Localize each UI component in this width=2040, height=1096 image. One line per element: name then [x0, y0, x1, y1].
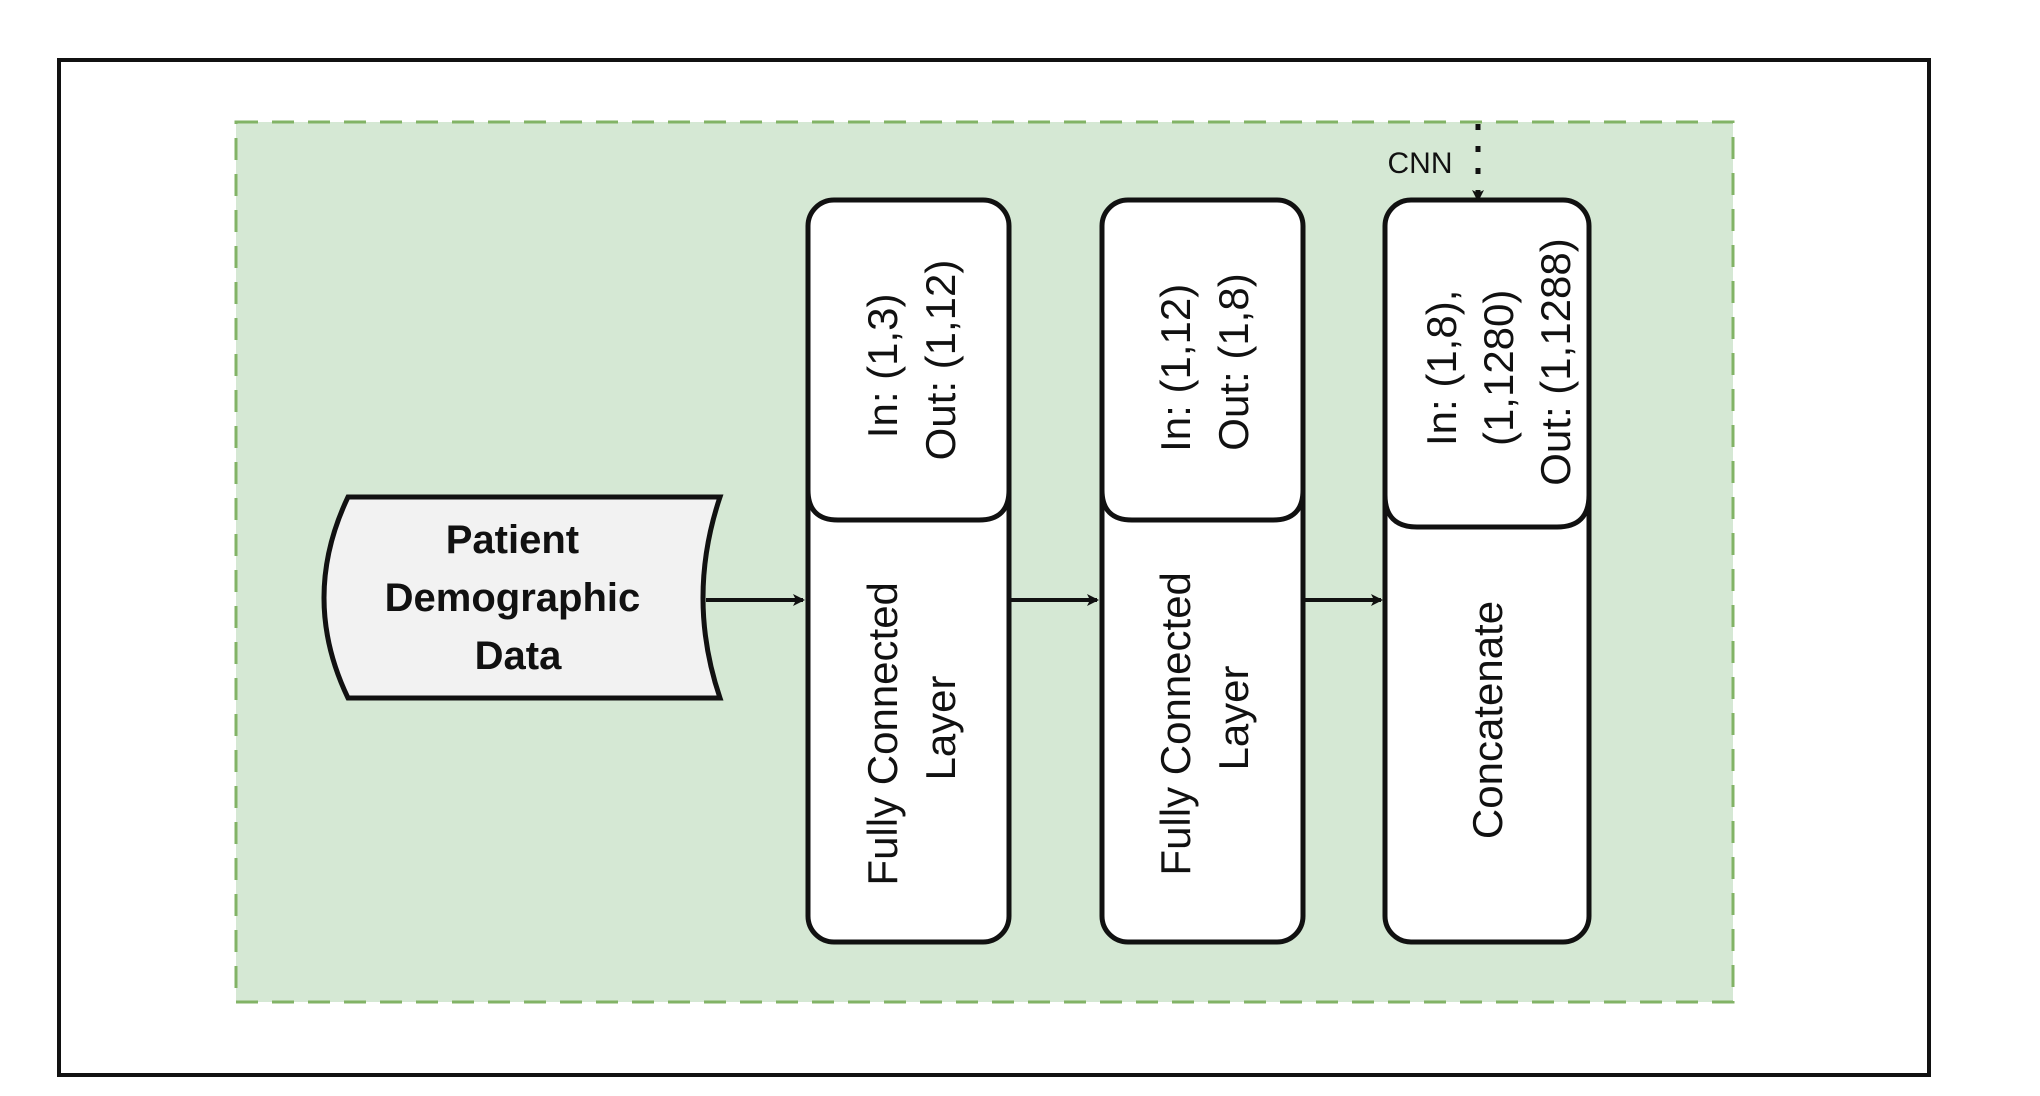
input-data-shape — [321, 494, 724, 701]
input-line-2: Demographic — [385, 576, 641, 620]
layer-concat-body — [1382, 197, 1592, 945]
input-line-1: Patient — [446, 518, 579, 562]
layer-concat-divider — [1382, 494, 1592, 530]
input-line-3: Data — [475, 634, 562, 678]
input-data-label: Patient Demographic Data — [385, 518, 652, 678]
layer-fc1-divider — [805, 489, 1012, 523]
layer-fc1-in: In: (1,3) — [859, 293, 906, 438]
layer-fc2-out: Out: (1,8) — [1210, 273, 1257, 450]
layer-fc2-name-line-1: Fully Connected — [1152, 572, 1199, 876]
layer-fc1-name-line-1: Fully Connected — [859, 582, 906, 886]
layer-concat-name-line-1: Concatenate — [1464, 601, 1511, 839]
layer-fc1-out: Out: (1,12) — [917, 260, 964, 461]
layer-concat-in-1: In: (1,8), — [1418, 290, 1465, 446]
layer-concat-out: Out: (1,1288) — [1532, 238, 1579, 485]
layer-fc2-shape: In: (1,12) Out: (1,8) — [1152, 272, 1257, 452]
layer-concat-name: Concatenate — [1464, 601, 1511, 839]
layer-fc2-divider — [1099, 489, 1306, 523]
layer-fc2-name: Fully Connected Layer — [1152, 560, 1257, 875]
layer-fc1: In: (1,3) Out: (1,12) Fully Connected La… — [805, 197, 1012, 945]
layer-fc1-body — [805, 197, 1012, 945]
layer-fc2-name-line-2: Layer — [1210, 665, 1257, 770]
cnn-label: CNN — [1388, 147, 1453, 180]
layer-concat: In: (1,8), (1,1280) Out: (1,1288) Concat… — [1382, 197, 1592, 945]
layer-concat-shape: In: (1,8), (1,1280) Out: (1,1288) — [1418, 238, 1579, 485]
layer-fc1-name: Fully Connected Layer — [859, 570, 964, 885]
layer-concat-in-2: (1,1280) — [1475, 290, 1522, 446]
layer-fc2: In: (1,12) Out: (1,8) Fully Connected La… — [1099, 197, 1306, 945]
layer-fc1-shape: In: (1,3) Out: (1,12) — [859, 260, 964, 461]
layer-fc2-body — [1099, 197, 1306, 945]
layer-fc1-name-line-2: Layer — [917, 675, 964, 780]
layer-fc2-in: In: (1,12) — [1152, 284, 1199, 452]
